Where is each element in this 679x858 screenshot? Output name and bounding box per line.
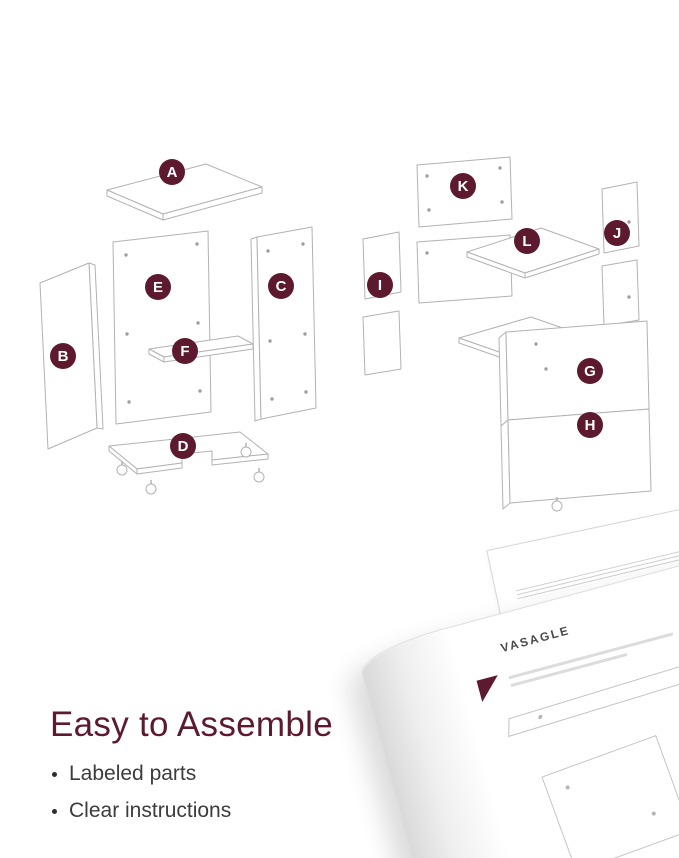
exploded-parts-diagram — [39, 156, 652, 512]
panel-g-drawer-front — [498, 320, 650, 427]
manual-spine-shading — [357, 628, 561, 858]
feature-item: Clear instructions — [52, 799, 231, 823]
feature-label: Labeled parts — [69, 762, 197, 785]
panel-c-right-side — [250, 226, 317, 422]
feature-label: Clear instructions — [69, 799, 232, 822]
feature-list: Labeled parts Clear instructions — [52, 762, 231, 836]
bullet-icon — [52, 809, 57, 814]
part-badge-c: C — [268, 273, 294, 299]
instruction-manual: VASAGLE VASAGLE — [356, 450, 679, 858]
part-badge-f: F — [172, 338, 198, 364]
panel-a-top — [106, 163, 263, 221]
panel-i-lower — [362, 310, 402, 376]
part-badge-e: E — [145, 274, 171, 300]
panel-e-back — [112, 230, 212, 425]
feature-item: Labeled parts — [52, 762, 231, 786]
part-badge-d: D — [170, 433, 196, 459]
panel-h-drawer-lower — [500, 408, 652, 512]
part-badge-h: H — [577, 412, 603, 438]
manual-page-brand: VASAGLE — [499, 623, 572, 656]
bullet-icon — [52, 772, 57, 777]
part-badge-k: K — [450, 173, 476, 199]
part-badge-b: B — [50, 343, 76, 369]
part-badge-a: A — [159, 159, 185, 185]
part-badge-g: G — [577, 358, 603, 384]
panel-j-lower — [601, 259, 640, 327]
part-badge-j: J — [604, 220, 630, 246]
part-badge-l: L — [514, 228, 540, 254]
part-badge-i: I — [367, 272, 393, 298]
page-title: Easy to Assemble — [50, 705, 333, 744]
manual-step-marker — [476, 675, 504, 703]
manual-diagram-panel-sketch — [541, 735, 679, 858]
